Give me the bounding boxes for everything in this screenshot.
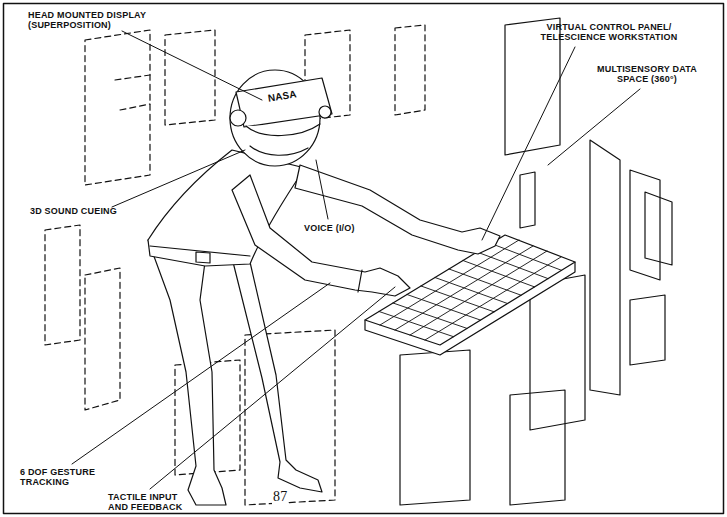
callout-label: HEAD MOUNTED DISPLAY (SUPERPOSITION) [28,10,158,30]
callout-label: TACTILE INPUT AND FEEDBACK [108,492,196,512]
leader-lines [72,31,640,489]
dashed-panels [45,25,425,505]
callout-label: 3D SOUND CUEING [30,206,117,216]
callout-label: MULTISENSORY DATA SPACE (360°) [594,64,700,84]
page-number: 87 [272,489,288,505]
callout-label: 6 DOF GESTURE TRACKING [20,467,108,487]
callout-label: VOICE (I/O) [304,223,355,233]
frame [4,4,724,514]
callout-label: VIRTUAL CONTROL PANEL/ TELESCIENCE WORKS… [533,22,685,42]
